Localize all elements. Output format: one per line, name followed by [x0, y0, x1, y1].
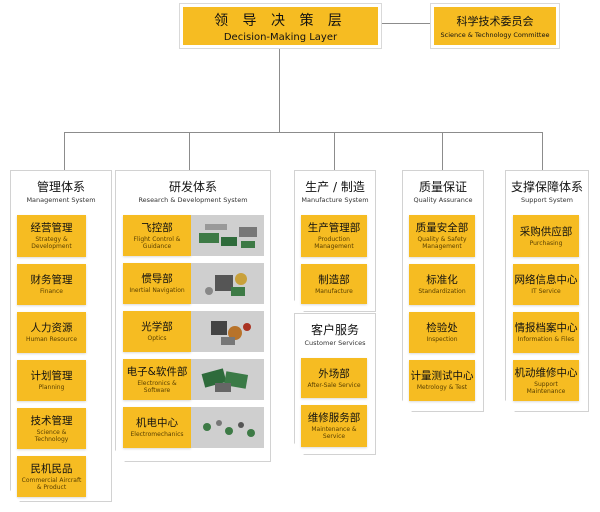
decision-trunk — [279, 42, 280, 132]
customer-services-subtitle: Customer Services — [304, 339, 366, 347]
rnd-subtitle: Research & Development System — [138, 196, 248, 204]
committee-subtitle: Science & Technology Committee — [440, 31, 550, 39]
committee-title: 科学技术委员会 — [456, 15, 534, 28]
electromechanical-parts-image — [195, 411, 261, 445]
electromechanics-photo — [191, 407, 264, 448]
support-subtitle: Support System — [521, 196, 573, 204]
committee-box: 科学技术委员会 Science & Technology Committee — [431, 4, 559, 48]
drop-support — [542, 132, 543, 170]
manufacture-subtitle: Manufacture System — [301, 196, 369, 204]
optics-hardware-image — [195, 315, 261, 349]
drop-manufacture — [334, 132, 335, 170]
electronics-boards-image — [195, 363, 261, 397]
decision-layer-subtitle: Decision-Making Layer — [223, 31, 338, 43]
support-title: 支撑保障体系 — [510, 180, 583, 194]
rnd-title: 研发体系 — [168, 180, 217, 194]
navigation-hardware-image — [195, 267, 261, 301]
electronics-photo — [191, 359, 264, 400]
manufacture-title: 生产 / 制造 — [305, 180, 365, 194]
drop-management — [64, 132, 65, 170]
inertial-navigation-photo — [191, 263, 264, 304]
management-title: 管理体系 — [36, 180, 85, 194]
committee-connector — [377, 23, 431, 24]
drop-quality — [442, 132, 443, 170]
quality-subtitle: Quality Assurance — [413, 196, 473, 204]
flight-control-photo — [191, 215, 264, 256]
optics-photo — [191, 311, 264, 352]
customer-services-title: 客户服务 — [310, 323, 359, 337]
management-subtitle: Management System — [26, 196, 96, 204]
quality-title: 质量保证 — [418, 180, 467, 194]
decision-layer-box: 领 导 决 策 层 Decision-Making Layer — [180, 4, 381, 48]
decision-layer-title: 领 导 决 策 层 — [214, 12, 347, 29]
horizontal-bus — [64, 132, 542, 133]
circuit-boards-image — [195, 219, 261, 253]
drop-rnd — [189, 132, 190, 170]
